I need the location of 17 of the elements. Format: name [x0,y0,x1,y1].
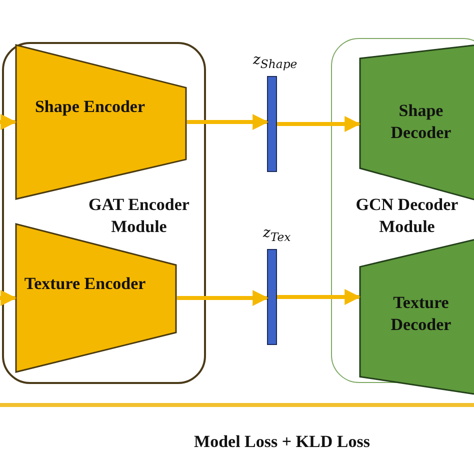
node-label: Shape Encoder [34,96,146,118]
arrow [187,114,269,130]
node-label: Texture Encoder [23,273,147,295]
module-title: GAT Encoder Module [88,194,190,238]
variable-label: z$_{Tex}$ [263,225,291,244]
arrow [277,289,361,305]
arrow [0,114,17,130]
loss-text: Model Loss + KLD Loss [193,432,371,452]
arrow [177,290,269,306]
node-label: Shape Decoder [390,100,452,144]
arrow [277,116,361,132]
latent-vector-bar [267,249,277,345]
variable-label: z$_{Shape}$ [253,52,298,71]
latent-vector-bar [267,76,277,172]
node-label: Texture Decoder [390,292,452,336]
module-title: GCN Decoder Module [354,194,460,238]
arrow [0,290,17,306]
